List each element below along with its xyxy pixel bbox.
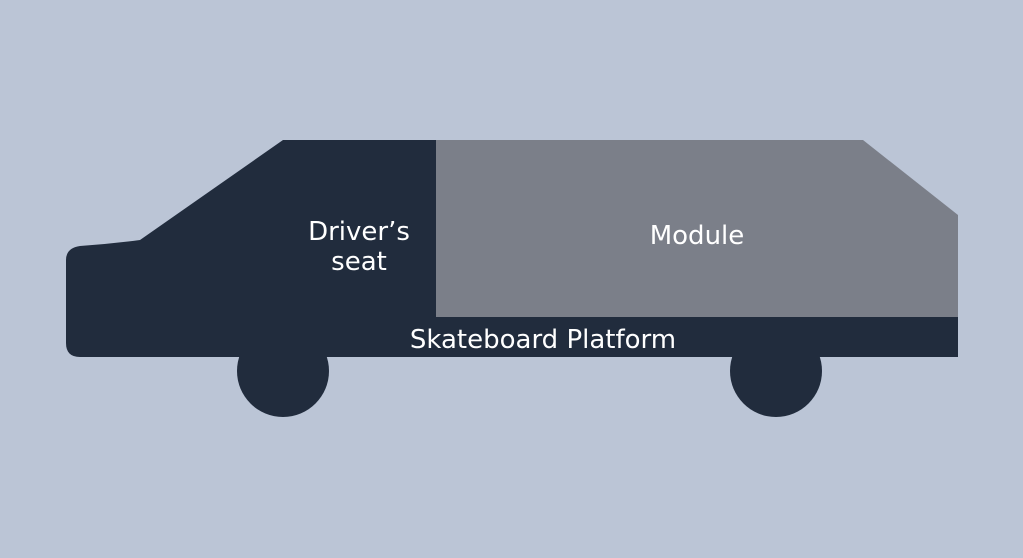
drivers-seat-label-line2: seat [331,247,387,277]
platform-label: Skateboard Platform [410,325,676,355]
module-label: Module [650,221,745,251]
module-block [436,140,958,317]
drivers-seat-label-line1: Driver’s [308,217,410,247]
skateboard-platform [436,317,958,357]
cab-body [66,140,437,357]
